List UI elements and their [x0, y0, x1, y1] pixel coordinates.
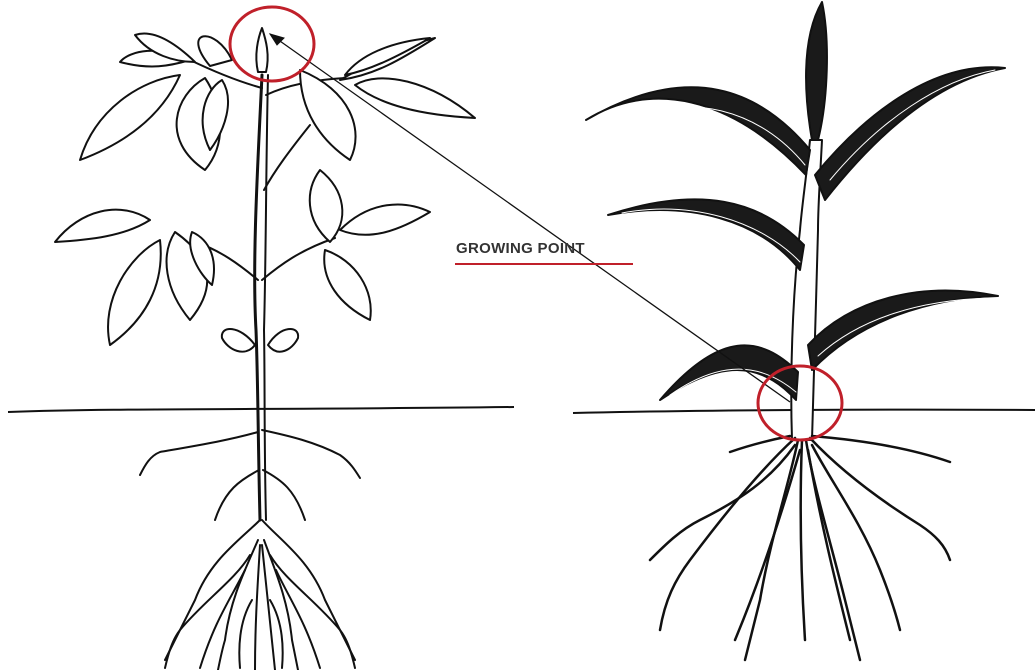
pointer-arrowhead [270, 34, 284, 45]
dicot-roots [140, 430, 360, 670]
dicot-stem [255, 75, 262, 520]
leaf [345, 38, 430, 75]
leaf [806, 2, 827, 140]
leaf [340, 205, 430, 235]
growing-point-circle-dicot [230, 7, 314, 81]
leaf [355, 78, 475, 118]
leaf [80, 75, 180, 160]
monocot-roots [650, 436, 950, 660]
growing-point-label: GROWING POINT [456, 240, 585, 257]
leaf [808, 291, 998, 370]
leaf [586, 87, 810, 175]
leaf [55, 210, 150, 242]
soil-line-left [8, 407, 514, 412]
leaf [324, 250, 371, 320]
apical-bud [256, 28, 267, 72]
cotyledon [268, 329, 298, 352]
label-underline [455, 263, 633, 265]
leaf [608, 199, 804, 270]
monocot-plant [586, 2, 1005, 660]
leaf [815, 67, 1005, 200]
leaf [310, 170, 343, 242]
leaf [108, 240, 161, 345]
leaf [198, 36, 232, 66]
dicot-plant [55, 28, 475, 670]
leaf [300, 70, 356, 160]
cotyledon [222, 329, 255, 352]
